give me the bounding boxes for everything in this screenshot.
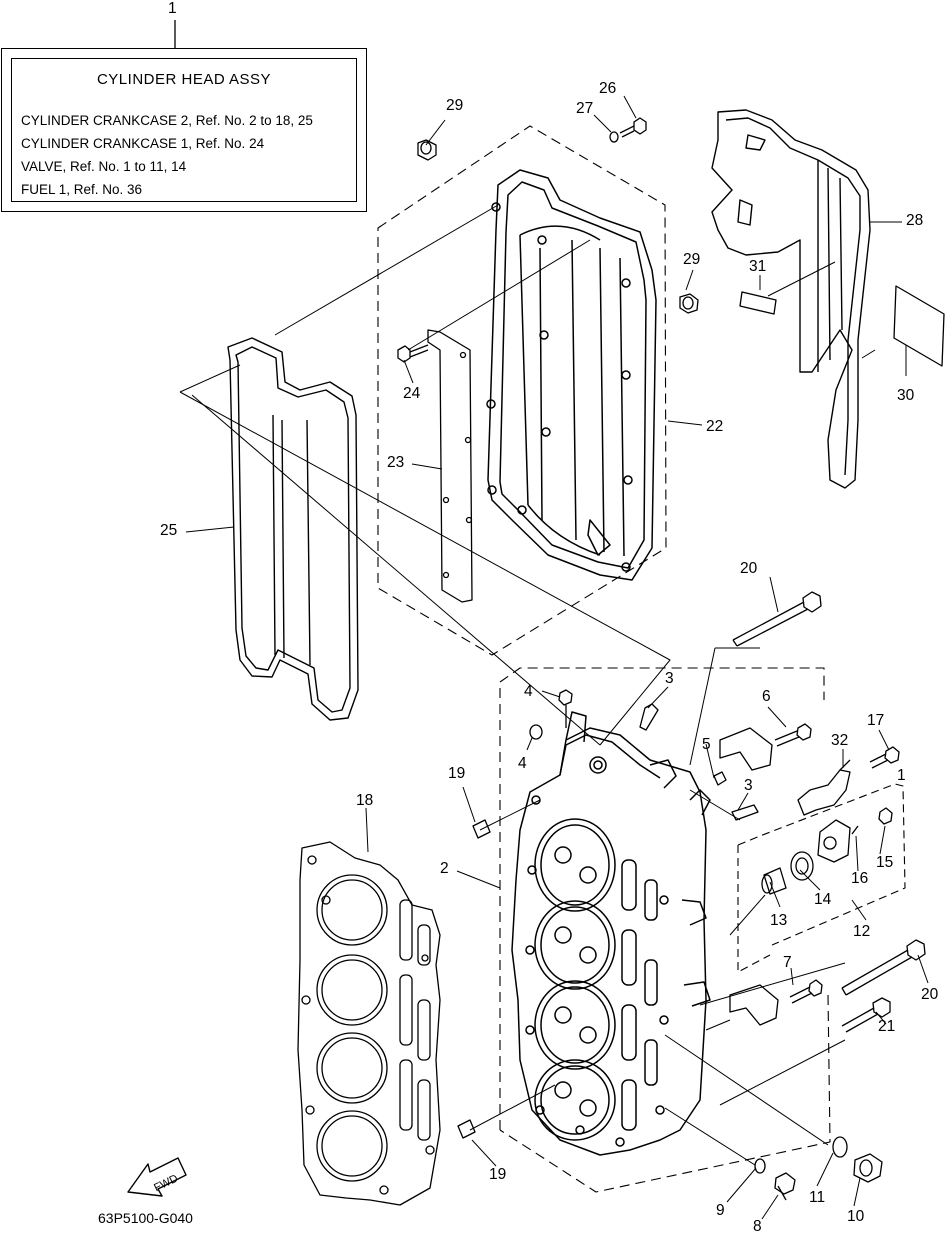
callout-13: 13 xyxy=(770,912,788,929)
callout-19-top: 19 xyxy=(448,765,466,782)
callout-32: 32 xyxy=(831,732,849,749)
leader-lines xyxy=(179,95,929,1220)
part-20-bolt-upper xyxy=(732,591,822,647)
callout-12: 12 xyxy=(853,923,871,940)
callout-5: 5 xyxy=(702,736,711,753)
part-18-gasket xyxy=(297,841,441,1206)
part-30-label xyxy=(893,285,945,367)
diagram-code: 63P5100-G040 xyxy=(98,1210,193,1226)
part-31-label xyxy=(739,291,777,315)
callout-10: 10 xyxy=(847,1208,865,1225)
callout-legend-ref: 1 xyxy=(168,0,177,17)
callout-26: 26 xyxy=(599,80,617,97)
part-20-bolt-lower xyxy=(841,939,926,996)
callout-29-top: 29 xyxy=(446,97,464,114)
legend-title: CYLINDER HEAD ASSY xyxy=(96,71,272,88)
callout-24: 24 xyxy=(403,385,421,402)
part-21-bolt xyxy=(841,997,891,1033)
callout-25: 25 xyxy=(160,522,178,539)
callout-14: 14 xyxy=(814,891,832,908)
assembly-legend-box: CYLINDER HEAD ASSY CYLINDER CRANKCASE 2,… xyxy=(1,48,367,212)
fwd-arrow-icon: FWD xyxy=(127,1157,187,1197)
callout-31: 31 xyxy=(749,258,767,275)
assembly-outline-valve xyxy=(737,783,906,973)
callout-4-top: 4 xyxy=(524,683,533,700)
callout-27: 27 xyxy=(576,100,594,117)
legend-inner-frame: CYLINDER HEAD ASSY CYLINDER CRANKCASE 2,… xyxy=(11,58,357,202)
legend-line: VALVE, Ref. No. 1 to 11, 14 xyxy=(21,159,187,174)
callout-7: 7 xyxy=(783,954,792,971)
callout-15: 15 xyxy=(876,854,894,871)
legend-line: FUEL 1, Ref. No. 36 xyxy=(21,182,143,197)
callout-29-right: 29 xyxy=(683,251,701,268)
callout-17: 17 xyxy=(867,712,885,729)
small-fasteners-upper xyxy=(397,117,699,363)
part-28-cover xyxy=(711,109,871,489)
callout-4-mid: 4 xyxy=(518,755,527,772)
callout-1-valve: 1 xyxy=(897,767,906,784)
callout-3-mid: 3 xyxy=(744,777,753,794)
callout-21: 21 xyxy=(878,1018,896,1035)
callout-3-top: 3 xyxy=(665,670,674,687)
legend-line: CYLINDER CRANKCASE 1, Ref. No. 24 xyxy=(21,136,265,151)
assembly-outline-lower xyxy=(499,667,831,1193)
callout-8: 8 xyxy=(753,1218,762,1235)
small-fasteners-lower xyxy=(457,689,900,1201)
callout-22: 22 xyxy=(706,418,724,435)
callout-30: 30 xyxy=(897,387,915,404)
callout-20-top: 20 xyxy=(740,560,758,577)
assembly-outline-upper xyxy=(377,125,667,656)
callout-18: 18 xyxy=(356,792,374,809)
callout-6: 6 xyxy=(762,688,771,705)
callout-9: 9 xyxy=(716,1202,725,1219)
callout-16: 16 xyxy=(851,870,869,887)
callout-28: 28 xyxy=(906,212,924,229)
fwd-label: FWD xyxy=(152,1172,180,1194)
callout-20-lower: 20 xyxy=(921,986,939,1003)
legend-line: CYLINDER CRANKCASE 2, Ref. No. 2 to 18, … xyxy=(21,113,313,128)
callout-2: 2 xyxy=(440,860,449,877)
part-25-gasket xyxy=(227,337,359,721)
part-22-head-cover xyxy=(486,169,657,581)
callout-11: 11 xyxy=(809,1189,826,1206)
callout-23: 23 xyxy=(387,454,405,471)
part-2-cylinder-head xyxy=(511,711,711,1156)
part-23-gasket xyxy=(427,329,473,603)
callout-19-lower: 19 xyxy=(489,1166,507,1183)
